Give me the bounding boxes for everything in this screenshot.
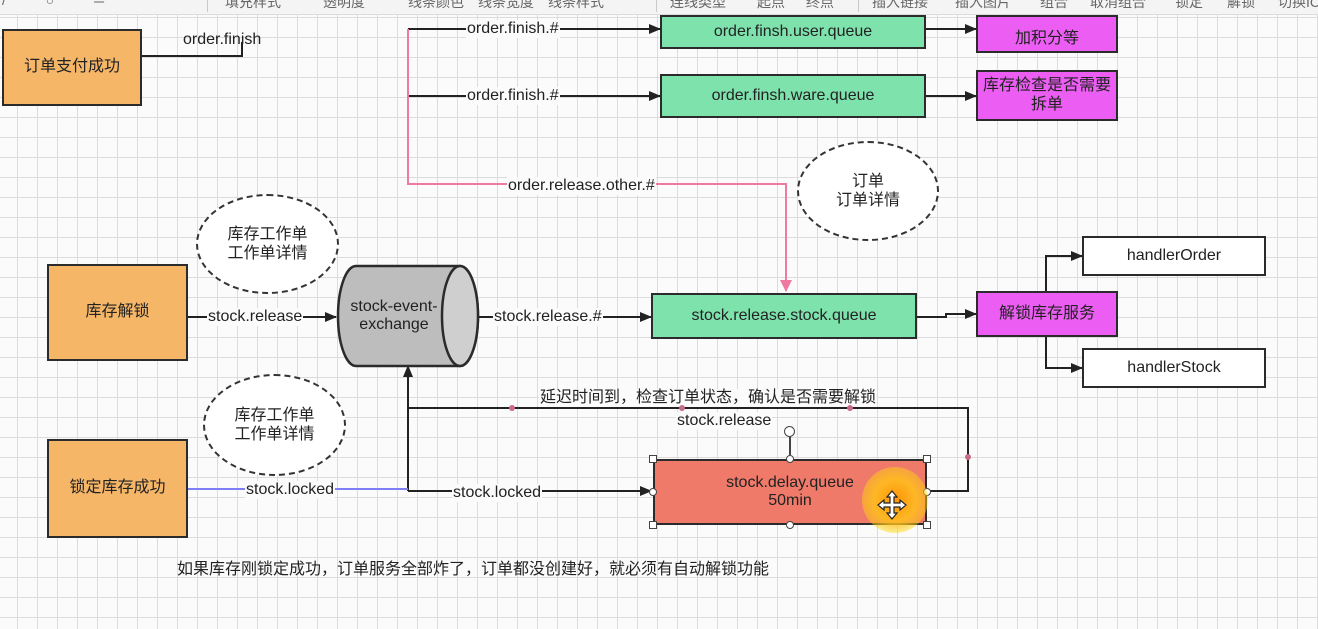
toolbar-line-width[interactable]: 线条宽度	[478, 0, 534, 10]
label-stock-locked-in: stock.locked	[245, 481, 336, 499]
edge-waypoint[interactable]	[965, 454, 971, 460]
selection-handle[interactable]	[786, 521, 794, 529]
label-order-finish: order.finish	[183, 31, 262, 48]
edge-release-queue-to-service	[917, 309, 977, 319]
label-stock-release-in: stock.release	[207, 308, 304, 326]
toolbar-end-point[interactable]: 终点	[806, 0, 834, 10]
label-order-release-other: order.release.other.#	[507, 177, 656, 195]
edge-waypoint[interactable]	[847, 405, 853, 411]
edge-pink-branch	[407, 29, 792, 292]
ellipse-work-order-1[interactable]: 库存工作单 工作单详情	[196, 194, 339, 294]
node-ware-queue[interactable]: order.finsh.ware.queue	[660, 74, 926, 118]
label-order-finish-user: order.finish.#	[466, 20, 560, 38]
selection-handle[interactable]	[923, 455, 931, 463]
label-order-finish-ware: order.finish.#	[466, 87, 560, 105]
node-order-pay-success[interactable]: 订单支付成功	[2, 29, 142, 106]
toolbar-ungroup[interactable]: 取消组合	[1090, 0, 1146, 10]
rotate-handle[interactable]	[784, 426, 795, 437]
label-stock-locked-route: stock.locked	[452, 484, 543, 502]
label-delay-note: 延迟时间到，检查订单状态，确认是否需要解锁	[539, 389, 878, 407]
toolbar-fill-style[interactable]: 填充样式	[225, 0, 281, 10]
edge-service-to-handler-stock	[1045, 336, 1083, 373]
toolbar-unlock[interactable]: 解锁	[1227, 0, 1255, 10]
node-unlock-service[interactable]: 解锁库存服务	[976, 291, 1118, 337]
node-handler-order[interactable]: handlerOrder	[1082, 236, 1266, 276]
node-user-queue[interactable]: order.finsh.user.queue	[660, 15, 926, 49]
node-handler-stock[interactable]: handlerStock	[1082, 348, 1266, 388]
toolbar-insert-image[interactable]: 插入图片	[955, 0, 1011, 10]
node-stock-unlock[interactable]: 库存解锁	[47, 264, 188, 361]
node-points[interactable]: 加积分等	[976, 15, 1118, 53]
toolbar-icons[interactable]: / ○ ═	[2, 0, 123, 8]
label-dead-letter-release: stock.release	[676, 412, 773, 430]
delay-queue-ttl: 50min	[768, 492, 812, 509]
move-cursor-icon	[877, 490, 907, 520]
selection-handle[interactable]	[649, 455, 657, 463]
node-stock-check[interactable]: 库存检查是否需要拆单	[976, 70, 1118, 121]
selection-handle[interactable]	[649, 521, 657, 529]
toolbar-insert-link[interactable]: 插入链接	[872, 0, 928, 10]
rotate-stem	[789, 437, 791, 455]
toolbar-line-color[interactable]: 线条颜色	[408, 0, 464, 10]
selection-handle[interactable]	[923, 521, 931, 529]
toolbar: / ○ ═ 填充样式 透明度 线条颜色 线条宽度 线条样式 连线类型 起点 终点…	[0, 0, 1318, 15]
edge-service-to-handler-order	[1045, 251, 1083, 294]
edge-dead-letter	[408, 407, 969, 492]
toolbar-separator	[656, 0, 657, 12]
edge-waypoint[interactable]	[509, 405, 515, 411]
toolbar-toggle-icon[interactable]: 切换ICON	[1278, 0, 1318, 10]
exchange-cylinder[interactable]	[336, 264, 480, 368]
edge-waypoint[interactable]	[679, 405, 685, 411]
node-lock-success[interactable]: 锁定库存成功	[47, 439, 188, 538]
selection-handle[interactable]	[649, 488, 657, 496]
edge-order-finish	[142, 42, 243, 57]
ellipse-order-detail[interactable]: 订单 订单详情	[797, 141, 939, 241]
toolbar-line-style[interactable]: 线条样式	[548, 0, 604, 10]
toolbar-start-point[interactable]: 起点	[757, 0, 785, 10]
toolbar-lock[interactable]: 锁定	[1175, 0, 1203, 10]
label-stock-release-route: stock.release.#	[493, 308, 603, 326]
ellipse-work-order-2[interactable]: 库存工作单 工作单详情	[203, 374, 346, 476]
footer-note: 如果库存刚锁定成功，订单服务全部炸了，订单都没创建好，就必须有自动解锁功能	[177, 561, 770, 578]
toolbar-group[interactable]: 组合	[1040, 0, 1068, 10]
node-exchange-label: stock-event-exchange	[350, 297, 438, 333]
toolbar-separator	[858, 0, 859, 12]
toolbar-separator	[207, 0, 208, 12]
delay-queue-name: stock.delay.queue	[726, 473, 854, 491]
toolbar-opacity[interactable]: 透明度	[323, 0, 365, 10]
selection-handle[interactable]	[786, 455, 794, 463]
toolbar-connector-type[interactable]: 连线类型	[670, 0, 726, 10]
cursor-highlight	[862, 467, 928, 533]
node-release-stock-queue[interactable]: stock.release.stock.queue	[651, 293, 917, 339]
